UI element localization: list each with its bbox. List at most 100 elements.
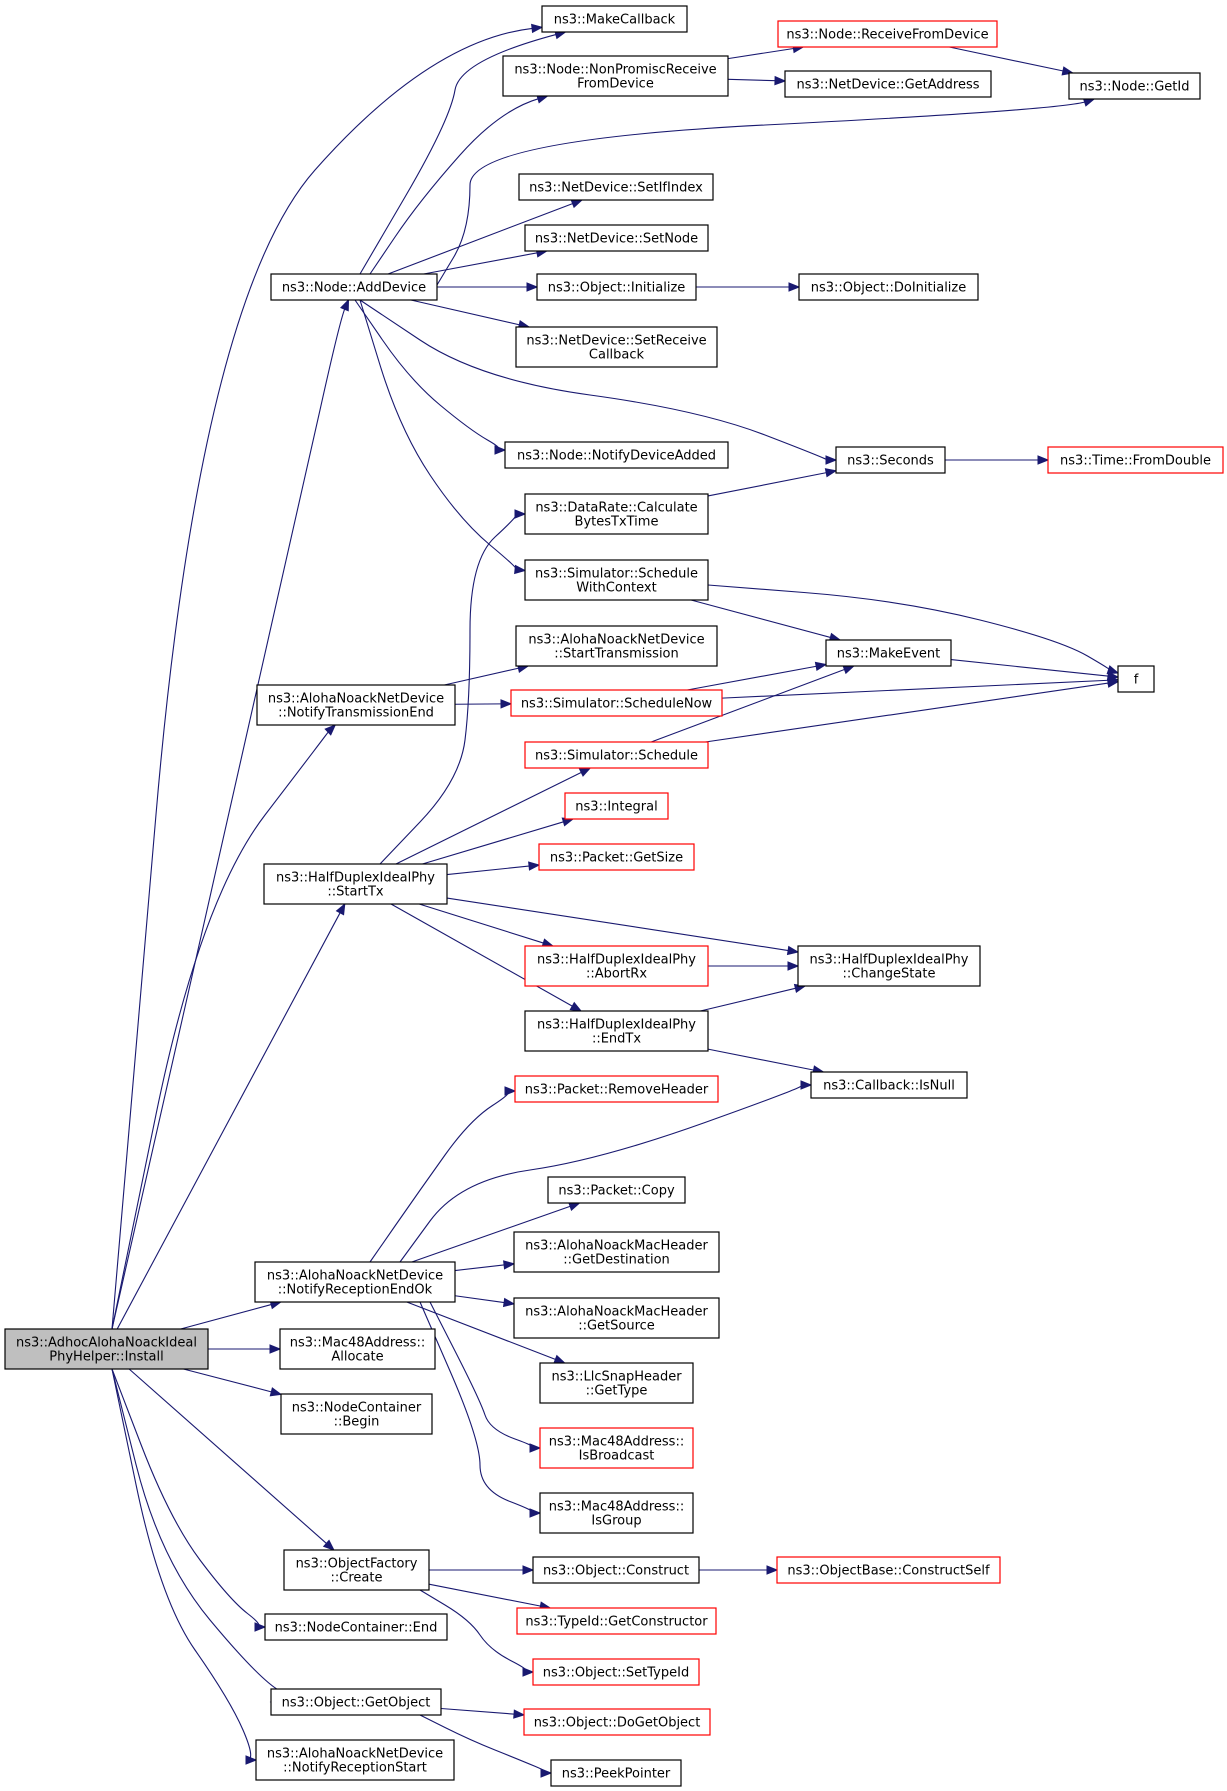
node-copy[interactable]: ns3::Packet::Copy bbox=[547, 1176, 686, 1204]
node-makeevent[interactable]: ns3::MakeEvent bbox=[825, 639, 952, 667]
node-getconstructor[interactable]: ns3::TypeId::GetConstructor bbox=[516, 1607, 717, 1635]
node-notifyrxendok[interactable]: ns3::AlohaNoackNetDevice::NotifyReceptio… bbox=[254, 1261, 456, 1303]
edge-line bbox=[410, 299, 521, 326]
node-label: ns3::Object::DoInitialize bbox=[811, 281, 967, 296]
node-schedule[interactable]: ns3::Simulator::Schedule bbox=[524, 741, 709, 769]
arrowhead-icon bbox=[514, 564, 527, 575]
node-isbroadcast[interactable]: ns3::Mac48Address::IsBroadcast bbox=[539, 1427, 694, 1469]
node-f[interactable]: f bbox=[1117, 665, 1155, 693]
node-box bbox=[810, 1071, 968, 1099]
call-edge-abortrx-to-changestate bbox=[708, 961, 800, 971]
node-label: ns3::NetDevice::SetNode bbox=[535, 232, 698, 247]
node-adddevice[interactable]: ns3::Node::AddDevice bbox=[270, 273, 438, 301]
node-setnode[interactable]: ns3::NetDevice::SetNode bbox=[524, 224, 709, 252]
node-notifytxend[interactable]: ns3::AlohaNoackNetDevice::NotifyTransmis… bbox=[256, 684, 456, 726]
call-edge-adddevice-to-notifydeviceadded bbox=[354, 299, 507, 455]
node-gettype[interactable]: ns3::LlcSnapHeader::GetType bbox=[539, 1362, 694, 1404]
call-edge-adddevice-to-schedulewithcontext bbox=[359, 299, 527, 575]
node-notifydeviceadded[interactable]: ns3::Node::NotifyDeviceAdded bbox=[504, 441, 729, 469]
node-isgroup[interactable]: ns3::Mac48Address::IsGroup bbox=[539, 1492, 694, 1534]
node-setifindex[interactable]: ns3::NetDevice::SetIfIndex bbox=[518, 173, 714, 201]
node-construct[interactable]: ns3::Object::Construct bbox=[532, 1556, 700, 1584]
node-box bbox=[784, 70, 992, 98]
node-changestate[interactable]: ns3::HalfDuplexIdealPhy::ChangeState bbox=[797, 945, 981, 987]
node-getsource[interactable]: ns3::AlohaNoackMacHeader::GetSource bbox=[513, 1297, 720, 1339]
edge-line bbox=[727, 78, 777, 82]
node-box bbox=[510, 689, 723, 717]
arrowhead-icon bbox=[503, 1260, 516, 1270]
arrowhead-icon bbox=[324, 724, 337, 736]
call-edge-initialize-to-doinitialize bbox=[696, 282, 801, 292]
node-endtx[interactable]: ns3::HalfDuplexIdealPhy::EndTx bbox=[524, 1010, 709, 1052]
node-begin[interactable]: ns3::NodeContainer::Begin bbox=[280, 1393, 433, 1435]
edge-line bbox=[180, 1303, 273, 1330]
node-starttransmission[interactable]: ns3::AlohaNoackNetDevice::StartTransmiss… bbox=[515, 625, 718, 667]
node-label: ns3::NetDevice::SetReceive bbox=[526, 334, 706, 349]
node-box bbox=[536, 273, 697, 301]
call-edge-install-to-end bbox=[111, 1368, 267, 1632]
node-constructself[interactable]: ns3::ObjectBase::ConstructSelf bbox=[776, 1556, 1001, 1584]
call-edge-notifyrxendok-to-getdestination bbox=[454, 1260, 516, 1272]
node-box bbox=[515, 625, 718, 667]
node-label: ns3::Packet::RemoveHeader bbox=[525, 1083, 709, 1098]
node-initialize[interactable]: ns3::Object::Initialize bbox=[536, 273, 697, 301]
node-peekpointer[interactable]: ns3::PeekPointer bbox=[550, 1759, 682, 1787]
node-box bbox=[564, 792, 669, 820]
node-removeheader[interactable]: ns3::Packet::RemoveHeader bbox=[514, 1075, 719, 1103]
node-makecallback[interactable]: ns3::MakeCallback bbox=[541, 5, 688, 33]
node-getobject[interactable]: ns3::Object::GetObject bbox=[270, 1688, 442, 1716]
arrowhead-icon bbox=[531, 23, 544, 34]
edge-line bbox=[444, 667, 520, 686]
node-box bbox=[539, 1492, 694, 1534]
node-receivefromdevice[interactable]: ns3::Node::ReceiveFromDevice bbox=[777, 20, 998, 48]
node-label: IsBroadcast bbox=[579, 1449, 655, 1464]
node-schedulenow[interactable]: ns3::Simulator::ScheduleNow bbox=[510, 689, 723, 717]
edge-line bbox=[423, 252, 539, 275]
call-edge-install-to-starttx bbox=[116, 902, 346, 1330]
node-label: ns3::Simulator::ScheduleNow bbox=[521, 697, 713, 712]
node-settypeid[interactable]: ns3::Object::SetTypeId bbox=[532, 1658, 700, 1686]
edge-line bbox=[399, 1084, 804, 1263]
node-starttx[interactable]: ns3::HalfDuplexIdealPhy::StartTx bbox=[263, 863, 448, 905]
edge-line bbox=[454, 1264, 506, 1272]
node-getaddress[interactable]: ns3::NetDevice::GetAddress bbox=[784, 70, 992, 98]
call-edge-nonpromisc-to-getaddress bbox=[727, 75, 787, 86]
call-edge-notifyrxendok-to-getsource bbox=[454, 1295, 516, 1308]
node-label: ns3::Node::GetId bbox=[1080, 80, 1190, 95]
call-edge-create-to-settypeid bbox=[419, 1589, 535, 1677]
call-edge-install-to-getobject bbox=[111, 1368, 291, 1707]
node-end[interactable]: ns3::NodeContainer::End bbox=[264, 1613, 448, 1641]
node-abortrx[interactable]: ns3::HalfDuplexIdealPhy::AbortRx bbox=[524, 945, 709, 987]
edge-line bbox=[727, 47, 795, 60]
call-edge-adddevice-to-initialize bbox=[437, 282, 539, 292]
node-isnull[interactable]: ns3::Callback::IsNull bbox=[810, 1071, 968, 1099]
arrowhead-icon bbox=[494, 445, 507, 455]
node-box bbox=[256, 684, 456, 726]
call-edge-construct-to-constructself bbox=[699, 1565, 779, 1575]
arrowhead-icon bbox=[786, 945, 800, 956]
node-dogetobject[interactable]: ns3::Object::DoGetObject bbox=[523, 1708, 711, 1736]
node-box bbox=[255, 1739, 455, 1781]
node-notifyrxstart[interactable]: ns3::AlohaNoackNetDevice::NotifyReceptio… bbox=[255, 1739, 455, 1781]
node-getid[interactable]: ns3::Node::GetId bbox=[1068, 72, 1201, 100]
node-allocate[interactable]: ns3::Mac48Address::Allocate bbox=[279, 1328, 436, 1370]
node-box bbox=[797, 945, 981, 987]
node-fromdouble[interactable]: ns3::Time::FromDouble bbox=[1047, 446, 1224, 474]
node-getdestination[interactable]: ns3::AlohaNoackMacHeader::GetDestination bbox=[513, 1231, 720, 1273]
node-doinitialize[interactable]: ns3::Object::DoInitialize bbox=[798, 273, 979, 301]
edge-line bbox=[395, 771, 583, 865]
node-create[interactable]: ns3::ObjectFactory::Create bbox=[283, 1549, 430, 1591]
node-getsize[interactable]: ns3::Packet::GetSize bbox=[538, 843, 695, 871]
node-integral[interactable]: ns3::Integral bbox=[564, 792, 669, 820]
call-edge-adddevice-to-setnode bbox=[423, 248, 549, 275]
arrowhead-icon bbox=[245, 1755, 258, 1765]
arrowhead-icon bbox=[504, 1086, 517, 1096]
edge-line bbox=[428, 1583, 542, 1607]
edge-line bbox=[707, 1048, 815, 1071]
node-seconds[interactable]: ns3::Seconds bbox=[835, 446, 946, 474]
edge-line bbox=[406, 1301, 557, 1361]
